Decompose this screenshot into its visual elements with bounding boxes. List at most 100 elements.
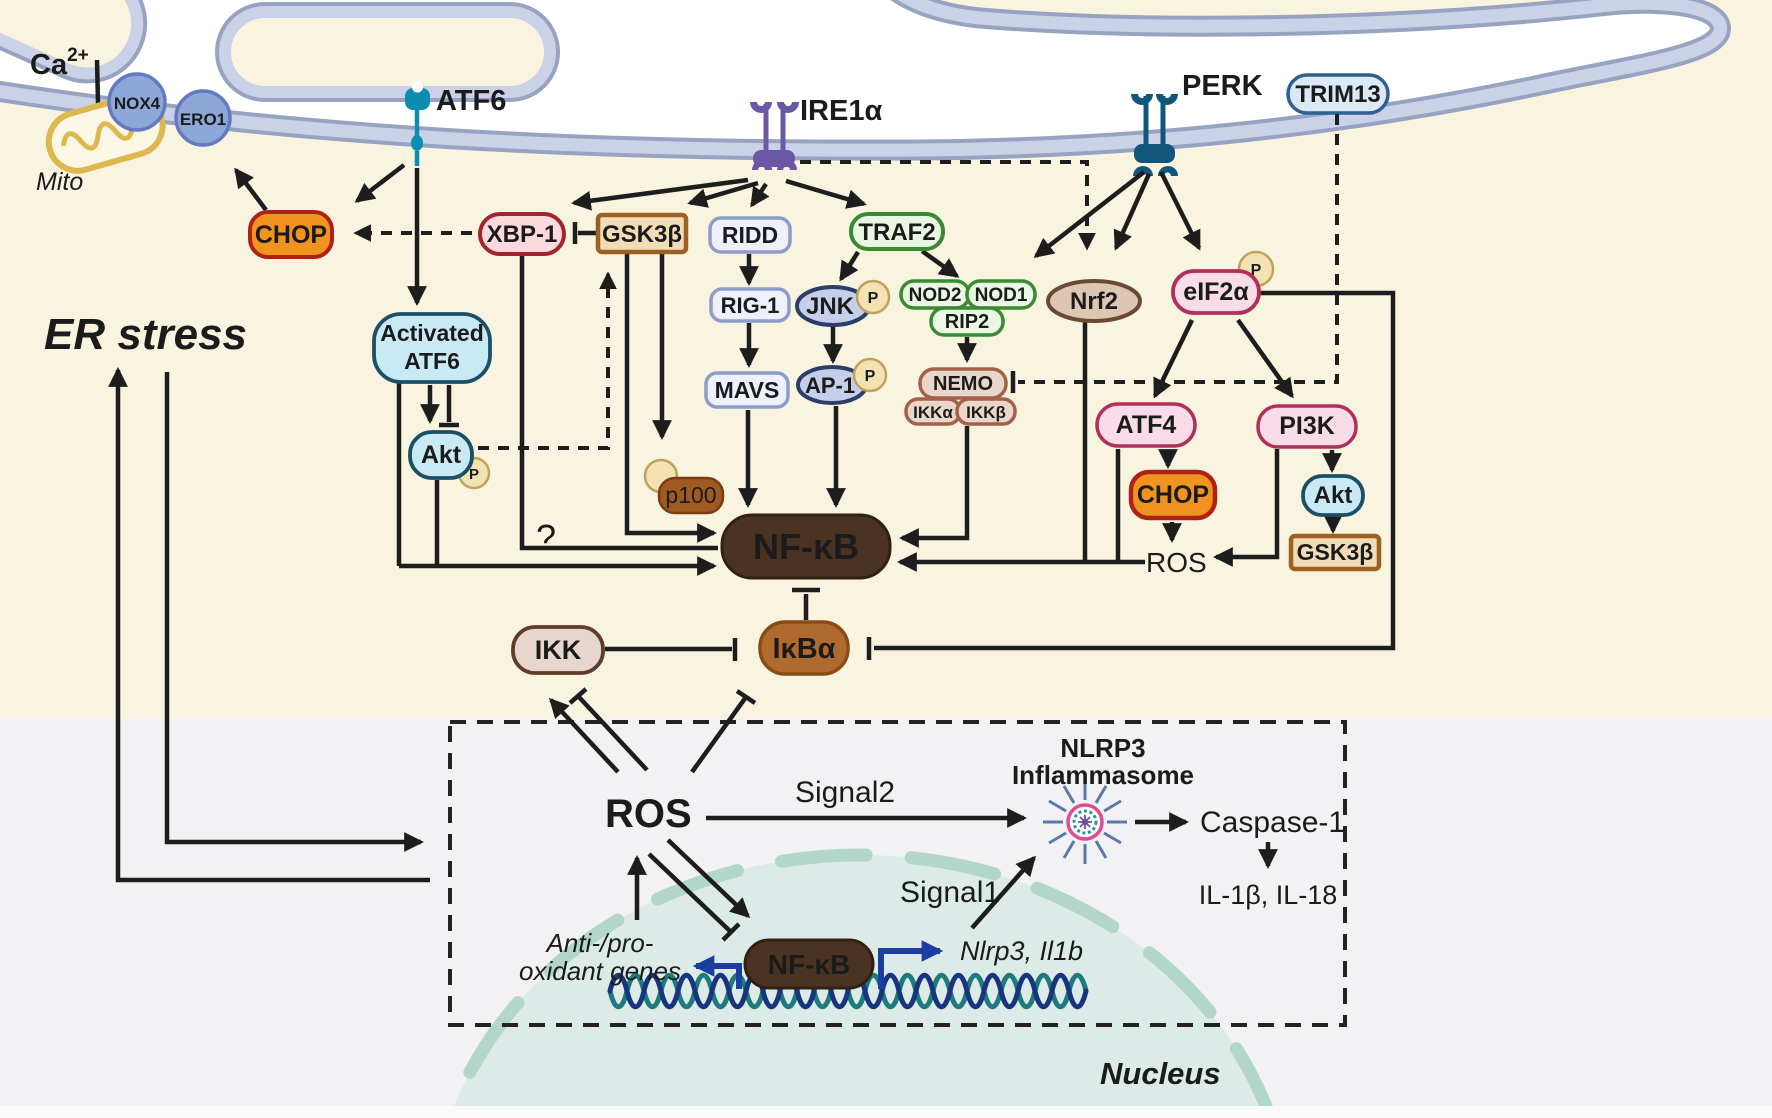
- arrow-traf2-to-jnk: [839, 250, 860, 282]
- ca-label: Ca2+: [30, 45, 89, 81]
- tbar-ros-nuclear-nfkb: [647, 852, 741, 942]
- bottom-strip: [0, 1106, 1772, 1118]
- nfkb-node: NF-κB: [720, 513, 892, 580]
- nlrp3-inflammasome-icon: [1043, 780, 1127, 864]
- tbar-eif2a-to-ikba: [866, 290, 1396, 660]
- atf6-receptor-icon: [405, 81, 430, 166]
- atf6-label: ATF6: [436, 85, 506, 117]
- nod2-label: NOD2: [909, 285, 962, 306]
- ire1a-label: IRE1α: [800, 95, 882, 127]
- question-mark: ?: [536, 517, 556, 558]
- chop-left-node: CHOP: [248, 210, 334, 259]
- nod1-label: NOD1: [975, 285, 1028, 306]
- jnk-p-label: P: [868, 290, 879, 307]
- akt-left-label: Akt: [421, 441, 462, 469]
- tbar-ikba-to-nfkb: [792, 587, 820, 620]
- arrow-atf6-to-chop: [354, 163, 406, 203]
- rig1-node: RIG-1: [709, 287, 791, 323]
- dashed-arrow-ire1a-to-nrf2: [800, 160, 1096, 251]
- ros-inflammasome-box: [448, 720, 1347, 1027]
- nlrp3-label-2: Inflammasome: [1012, 760, 1194, 790]
- arrow-ros-to-ikk: [548, 697, 620, 774]
- atf4-node: ATF4: [1095, 402, 1197, 448]
- er-membrane: [0, 0, 1731, 161]
- chop-right-label: CHOP: [1137, 481, 1209, 509]
- rip2-label: RIP2: [945, 311, 989, 333]
- akt-right-label: Akt: [1314, 482, 1353, 509]
- arrow-transcription-right: [878, 940, 944, 989]
- nrf2-label: Nrf2: [1070, 288, 1118, 315]
- line-xbp1-to-nfkb-question: [519, 256, 718, 551]
- mavs-label: MAVS: [715, 377, 780, 403]
- nucleus-label: Nucleus: [1100, 1056, 1221, 1091]
- arrow-ire1a-to-gsk3b: [687, 180, 759, 208]
- akt-left-node: P Akt: [408, 430, 491, 490]
- arrow-perk-to-eif2a: [1158, 170, 1202, 251]
- transcription-arrows: [692, 940, 944, 989]
- ikk-label: IKK: [535, 635, 582, 665]
- arrow-ire1a-to-traf2: [785, 178, 867, 209]
- arrow-ire1a-to-xbp1: [571, 177, 749, 211]
- dashed-arrows: [353, 114, 1339, 450]
- ero1-label: ERO1: [180, 110, 226, 129]
- perk-label: PERK: [1182, 70, 1263, 102]
- tbar-ikk-to-ikba: [605, 638, 738, 661]
- activated-atf6-label-2: ATF6: [404, 348, 460, 374]
- solid-arrows: [234, 163, 1396, 661]
- arrow-ros-box-to-er-stress: [108, 367, 430, 883]
- p100-node: p100: [643, 458, 725, 515]
- rip2-node: RIP2: [929, 306, 1005, 337]
- arrow-signal1: [970, 855, 1036, 930]
- ap1-p-label: P: [865, 368, 876, 385]
- nox4-label: NOX4: [114, 94, 161, 113]
- arrow-chop-to-ero1: [234, 167, 268, 212]
- chop-left-label: CHOP: [255, 221, 327, 249]
- ikka-node: IKKα: [904, 397, 962, 426]
- tbar-ros-to-ikba: [690, 689, 757, 774]
- ridd-node: RIDD: [708, 216, 792, 254]
- nlrp3-il1b-label: Nlrp3, Il1b: [960, 936, 1083, 966]
- er-stress-label: ER stress: [44, 310, 247, 359]
- gsk3b-right-label: GSK3β: [1297, 539, 1374, 565]
- pi3k-node: PI3K: [1256, 404, 1358, 449]
- ire1a-receptor-icon: [750, 102, 799, 170]
- gsk3b-right-node: GSK3β: [1288, 533, 1382, 572]
- tbar-gsk3b-to-xbp1: [572, 222, 596, 244]
- arrow-ros-to-nuclear-nfkb: [666, 838, 751, 919]
- ikk-node: IKK: [511, 625, 605, 675]
- tbar-ros-ikk: [568, 687, 649, 772]
- ikkb-node: IKKβ: [955, 397, 1017, 426]
- activated-atf6-node: Activated ATF6: [372, 312, 492, 384]
- eif2a-label: eIF2α: [1183, 278, 1249, 306]
- atf4-label: ATF4: [1116, 411, 1177, 439]
- nlrp3-label-1: NLRP3: [1060, 733, 1145, 763]
- eif2a-p-label: P: [1251, 262, 1262, 279]
- er-tubule-corner: [0, 0, 148, 84]
- ridd-label: RIDD: [722, 222, 778, 248]
- dashed-arrow-akt-to-gsk3b: [478, 271, 617, 450]
- nrf2-node: Nrf2: [1046, 279, 1142, 323]
- nod2-node: NOD2: [899, 279, 971, 310]
- tbar-activated-atf6-to-akt: [439, 385, 459, 428]
- ikba-node: IκBα: [758, 620, 850, 676]
- arrow-perk-to-nrf2: [1113, 173, 1152, 251]
- mavs-node: MAVS: [704, 371, 790, 409]
- jnk-label: JNK: [806, 293, 855, 320]
- chop-right-node: CHOP: [1128, 469, 1218, 521]
- rig1-label: RIG-1: [721, 293, 780, 318]
- trim13-label: TRIM13: [1295, 81, 1380, 108]
- ros-links: [548, 687, 1278, 942]
- activated-atf6-label-1: Activated: [380, 320, 484, 346]
- dna-helix: [607, 972, 1089, 1010]
- signal2-label: Signal2: [795, 776, 895, 809]
- xbp1-label: XBP-1: [487, 221, 558, 248]
- genes-label-2: oxidant genes: [519, 956, 681, 986]
- nemo-node: NEMO: [918, 367, 1008, 400]
- dashed-line-trim13-to-nemo: [1018, 114, 1339, 384]
- ero1-node: ERO1: [174, 89, 232, 147]
- nod1-node: NOD1: [965, 279, 1037, 310]
- interleukins-label: IL-1β, IL-18: [1199, 880, 1338, 910]
- nuclear-envelope: [442, 848, 1278, 1118]
